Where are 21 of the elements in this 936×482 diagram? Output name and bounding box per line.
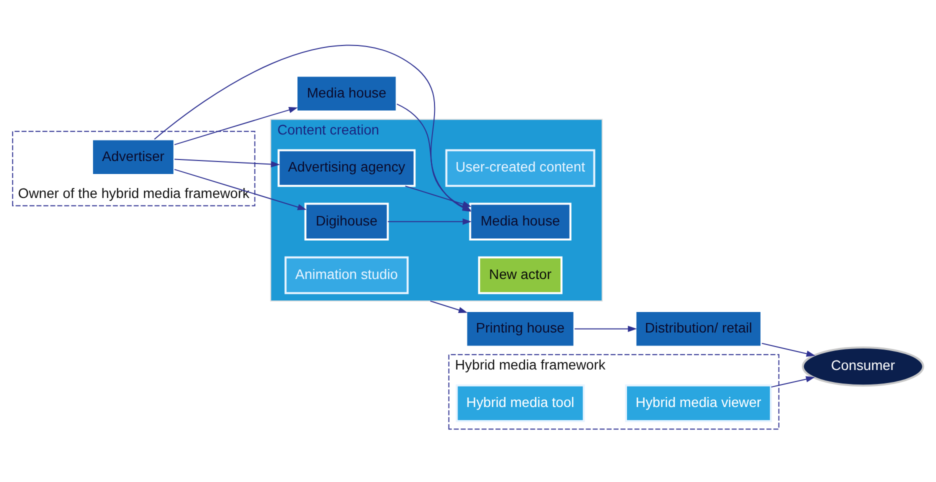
node-box: Digihouse	[304, 202, 389, 241]
node-box: Advertiser	[91, 138, 176, 176]
node-box: Media house	[296, 74, 398, 112]
arrow	[174, 158, 280, 168]
arrow	[174, 168, 307, 210]
node-box: Hybrid media viewer	[625, 384, 772, 422]
node-box: User-created content	[445, 149, 596, 187]
node-box: Printing house	[465, 310, 576, 348]
node-box: Animation studio	[284, 256, 409, 294]
node-ellipse: Consumer	[802, 346, 924, 387]
arrow	[761, 342, 816, 357]
arrow	[387, 218, 472, 225]
node-box: Hybrid media tool	[456, 384, 585, 422]
node-box: Distribution/ retail	[634, 310, 762, 348]
node-box: New actor	[478, 256, 562, 294]
node-box: Media house	[469, 202, 572, 241]
arrow	[574, 326, 637, 332]
node-box: Advertising agency	[278, 149, 416, 187]
arrow	[430, 300, 468, 314]
arrow	[770, 376, 815, 388]
arrow	[174, 106, 298, 146]
